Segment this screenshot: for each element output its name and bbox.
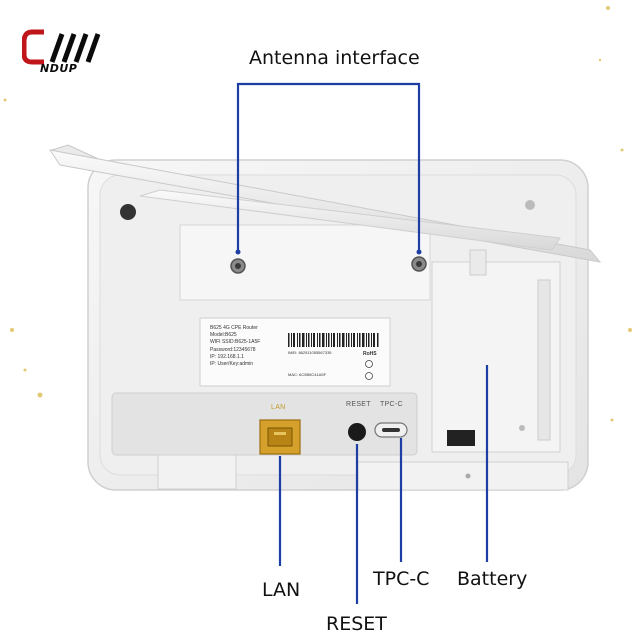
recycle-mark-icon <box>365 372 373 380</box>
port-label-reset: RESET <box>346 401 371 408</box>
callout-tpc: TPC-C <box>373 568 430 590</box>
ce-mark-icon <box>365 360 373 368</box>
device-sticker <box>199 317 391 387</box>
callout-reset: RESET <box>326 613 387 634</box>
battery-connector <box>447 430 475 446</box>
screw-hole-right <box>525 200 535 210</box>
sticker-line: IP: 192.168.1.1 <box>210 353 244 360</box>
sticker-line: Model:B625 <box>210 332 237 339</box>
port-label-tpc: TPC-C <box>380 401 403 408</box>
sticker-line: B625 4G CPE Router <box>210 325 258 331</box>
barcode <box>288 333 379 347</box>
callout-antenna: Antenna interface <box>249 47 420 69</box>
callout-lan: LAN <box>262 579 301 601</box>
callout-lines <box>236 82 489 604</box>
sticker-mac: MAC: 6C5B5C41A5F <box>288 372 327 377</box>
brand-name: NDUP <box>40 62 78 75</box>
port-label-lan: LAN <box>271 404 286 411</box>
callout-battery: Battery <box>457 568 528 590</box>
decorative-specks <box>3 6 632 422</box>
reset-hole <box>348 423 366 441</box>
brand-logo <box>21 28 102 80</box>
callout-line-antenna <box>236 82 421 252</box>
sticker-imei: IMEI: 862511055567335 <box>288 350 332 355</box>
sticker-rohs: RoHS <box>363 351 377 357</box>
antenna-mount <box>179 224 431 301</box>
sticker-line: Password:12345678 <box>210 346 256 353</box>
sticker-line: IP: User/Key:admin <box>210 361 254 368</box>
sticker-line: WIFI SSID:B625-1A5F <box>210 339 261 346</box>
logo-mark-icon <box>21 29 101 65</box>
antenna-rod-back <box>139 189 561 251</box>
screw-hole-left <box>120 204 136 220</box>
sticker-info: B625 4G CPE Router Model:B625 WIFI SSID:… <box>210 325 260 368</box>
